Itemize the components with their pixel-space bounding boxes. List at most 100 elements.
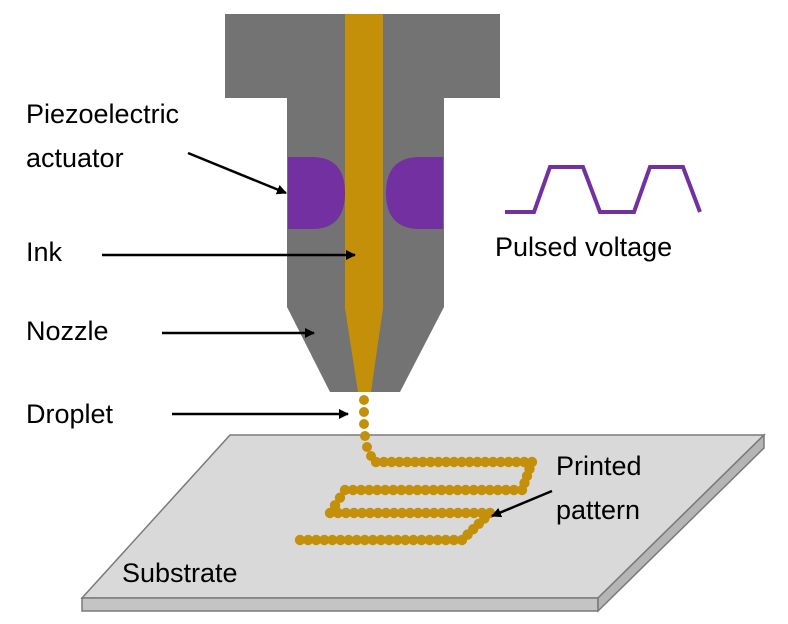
droplet-label: Droplet <box>26 399 114 429</box>
pattern-dot <box>383 534 395 546</box>
pattern-dot <box>348 507 360 519</box>
pattern-dot <box>334 492 346 503</box>
pattern-dot <box>402 456 413 468</box>
pattern-dot <box>412 507 424 519</box>
pattern-dot <box>367 534 379 546</box>
pattern-dot <box>332 507 344 519</box>
pattern-dot <box>468 484 479 496</box>
pattern-dot <box>428 507 440 519</box>
pattern-dot <box>508 484 520 496</box>
pattern-dot <box>416 534 427 546</box>
pattern-dot <box>417 456 428 468</box>
pattern-dot <box>408 534 419 546</box>
pattern-dot <box>335 534 346 546</box>
piezo-label-line2: actuator <box>26 143 124 173</box>
pattern-dot <box>394 456 405 468</box>
pattern-dot <box>444 484 455 496</box>
pattern-dot <box>456 456 467 468</box>
printed-label-line1: Printed <box>556 451 642 481</box>
pattern-dot <box>343 534 354 546</box>
printed-pattern-arrow <box>491 489 553 518</box>
droplet <box>360 431 370 441</box>
pattern-dot <box>388 507 400 519</box>
pattern-dot <box>464 456 475 468</box>
annotation-arrows <box>102 151 553 518</box>
piezo-actuator-left <box>288 157 345 229</box>
pattern-dot <box>378 456 389 468</box>
droplet <box>359 395 369 405</box>
pattern-dot <box>311 534 322 546</box>
substrate-front-edge <box>81 597 599 612</box>
pattern-dot <box>400 534 411 546</box>
pattern-dot <box>433 456 444 468</box>
piezo-arrow <box>187 151 287 195</box>
pattern-dot <box>487 456 499 468</box>
pattern-dot <box>495 456 506 468</box>
pattern-dot <box>355 484 367 496</box>
nozzle-label: Nozzle <box>26 316 109 346</box>
pattern-dot <box>424 534 435 546</box>
pattern-dot <box>327 534 338 546</box>
pattern-dot <box>503 456 514 468</box>
pattern-dot <box>420 484 431 496</box>
pattern-dot <box>412 484 423 496</box>
pattern-dot <box>356 507 368 519</box>
pattern-dot <box>432 534 443 546</box>
printed-pattern <box>294 456 538 546</box>
substrate-label: Substrate <box>122 558 238 588</box>
pattern-dot <box>452 507 464 519</box>
pattern-dot <box>436 507 448 519</box>
pattern-dot <box>436 484 447 496</box>
pattern-dot <box>444 507 456 519</box>
pattern-dot <box>460 484 471 496</box>
ink-label: Ink <box>26 237 63 267</box>
pattern-dot <box>380 484 391 496</box>
pattern-dot <box>441 456 452 468</box>
pattern-dot <box>388 484 399 496</box>
pattern-dot <box>511 456 522 468</box>
printed-label-line2: pattern <box>556 495 641 525</box>
pattern-dot <box>404 507 416 519</box>
pattern-dot <box>372 507 384 519</box>
droplet-stream <box>359 395 376 461</box>
pattern-dot <box>371 484 383 496</box>
pattern-dot <box>428 484 439 496</box>
pattern-dot <box>448 534 460 546</box>
droplet <box>362 442 372 452</box>
pattern-dot <box>425 456 436 468</box>
pattern-dot <box>472 456 483 468</box>
pattern-dot <box>380 507 392 519</box>
pattern-dot <box>351 534 362 546</box>
pattern-dot <box>448 456 460 468</box>
pattern-dot <box>375 534 387 546</box>
pattern-dot <box>324 507 336 519</box>
pattern-dot <box>347 484 359 496</box>
pattern-dot <box>339 484 351 496</box>
pattern-dot <box>302 534 314 546</box>
substrate-side-edge <box>597 433 765 613</box>
pattern-dot <box>396 484 407 496</box>
pattern-dot <box>460 507 472 519</box>
pattern-dot <box>364 507 376 519</box>
piezo-actuator-right <box>386 157 443 229</box>
pattern-dot <box>492 484 504 496</box>
pattern-dot <box>386 456 397 468</box>
pattern-dot <box>370 456 382 468</box>
pattern-dot <box>409 456 421 468</box>
ink-channel <box>345 14 383 392</box>
piezo-label-line1: Piezoelectric <box>26 99 180 129</box>
pattern-dot <box>476 484 487 496</box>
pattern-dot <box>319 534 330 546</box>
pattern-dot <box>396 507 408 519</box>
droplet <box>359 407 369 417</box>
pattern-dot <box>340 507 352 519</box>
pattern-dot <box>363 484 375 496</box>
pattern-dot <box>440 534 451 546</box>
pattern-dot <box>420 507 432 519</box>
pattern-dot <box>404 484 415 496</box>
pulsed-voltage-label: Pulsed voltage <box>495 232 673 262</box>
pattern-dot <box>452 484 463 496</box>
pattern-dot <box>468 507 480 519</box>
droplet <box>359 419 369 429</box>
